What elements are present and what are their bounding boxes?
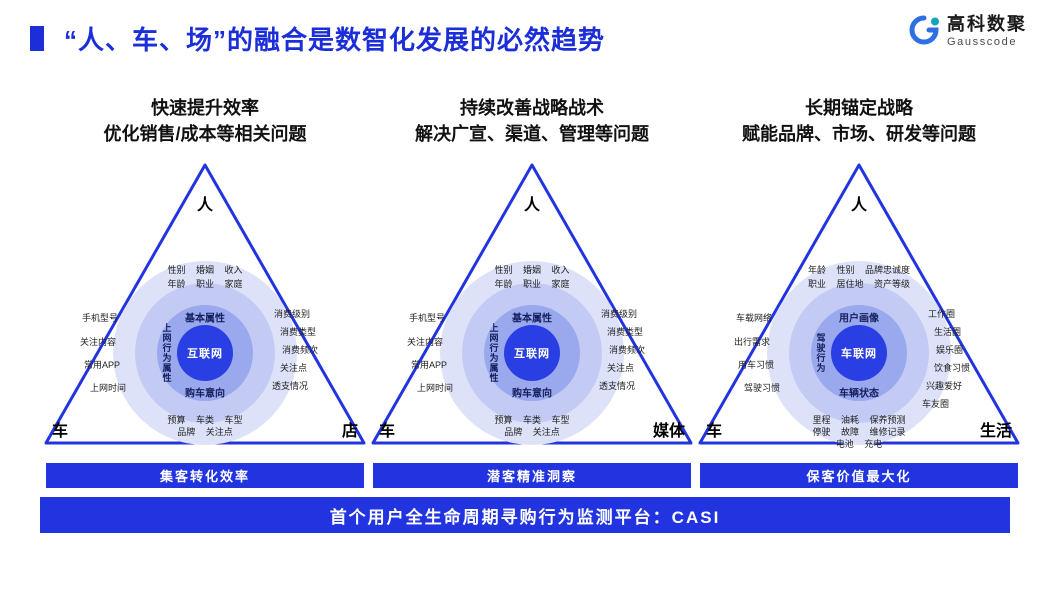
scatter-top-line2: 职业 居住地 资产等级 — [807, 279, 911, 289]
scatter-bottom-line1: 里程 油耗 保养预测 — [812, 415, 906, 425]
panel2-bar-label: 潜客精准洞察 — [373, 463, 691, 488]
ring-label-online-behavior: 上网行为属性 — [488, 323, 499, 383]
vertex-label-person: 人 — [196, 197, 214, 214]
scatter-right-item: 生活圈 — [934, 327, 962, 337]
scatter-bottom-line2: 品牌 关注点 — [177, 427, 233, 437]
core-circle-telematics: 车联网 — [831, 325, 887, 381]
scatter-left-item: 驾驶习惯 — [744, 383, 781, 393]
panel3-heading-line2: 赋能品牌、市场、研发等问题 — [742, 124, 976, 144]
scatter-left-item: 车载网络 — [736, 313, 773, 323]
scatter-left-item: 上网时间 — [90, 383, 127, 393]
scatter-bottom-line1: 预算 车类 车型 — [494, 415, 570, 425]
scatter-right-item: 饮食习惯 — [934, 363, 971, 373]
gausscode-logo: 高科数聚 Gausscode — [908, 14, 1027, 48]
scatter-right-item: 关注点 — [607, 363, 635, 373]
scatter-top-line1: 性别 婚姻 收入 — [494, 265, 570, 275]
logo-name-cn: 高科数聚 — [947, 14, 1027, 34]
scatter-bottom-line3: 电池 充电 — [835, 439, 883, 449]
scatter-left-item: 手机型号 — [82, 313, 119, 323]
ring-label-purchase-intent: 购车意向 — [185, 388, 225, 400]
page-title: “人、车、场”的融合是数智化发展的必然趋势 — [64, 25, 606, 55]
panel2-heading-line2: 解决广宣、渠道、管理等问题 — [415, 124, 649, 144]
scatter-right-item: 关注点 — [280, 363, 308, 373]
scatter-left-item: 关注内容 — [80, 337, 117, 347]
scatter-top-line1: 性别 婚姻 收入 — [167, 265, 243, 275]
core-circle-internet: 互联网 — [504, 325, 560, 381]
panel3-bar-label: 保客价值最大化 — [700, 463, 1018, 488]
panel1-bar-label: 集客转化效率 — [46, 463, 364, 488]
scatter-right-item: 娱乐圈 — [936, 345, 964, 355]
panel1-triangle-diagram: 互联网 人 车 店 基本属性 购车意向 上网行为属性 性别 婚姻 收入 年龄 职… — [40, 161, 370, 453]
panel-strategy: 持续改善战略战术 解决广宣、渠道、管理等问题 互联网 人 车 媒体 基本属性 购… — [367, 95, 697, 488]
scatter-top-line2: 年龄 职业 家庭 — [167, 279, 243, 289]
panel2-triangle-diagram: 互联网 人 车 媒体 基本属性 购车意向 上网行为属性 性别 婚姻 收入 年龄 … — [367, 161, 697, 453]
title-accent-bar — [30, 26, 44, 51]
ring-label-user-portrait: 用户画像 — [839, 313, 879, 325]
vertex-label-car: 车 — [379, 423, 396, 440]
vertex-label-life: 生活 — [979, 423, 1012, 440]
scatter-left-item: 常用APP — [411, 360, 448, 370]
vertex-label-store: 店 — [341, 423, 358, 440]
platform-banner: 首个用户全生命周期寻购行为监测平台：CASI — [40, 497, 1010, 533]
ring-label-purchase-intent: 购车意向 — [512, 388, 552, 400]
panel1-heading-line1: 快速提升效率 — [151, 98, 259, 118]
vertex-label-person: 人 — [850, 197, 868, 214]
scatter-right-item: 工作圈 — [928, 309, 956, 319]
gausscode-logo-icon — [908, 14, 940, 46]
vertex-label-car: 车 — [52, 423, 69, 440]
panel-efficiency: 快速提升效率 优化销售/成本等相关问题 互联网 人 车 店 基本属性 购车意向 … — [40, 95, 370, 488]
ring-label-vehicle-status: 车辆状态 — [839, 388, 879, 400]
scatter-left-item: 上网时间 — [417, 383, 454, 393]
scatter-bottom-line2: 停驶 故障 维修记录 — [812, 427, 906, 437]
scatter-top-line1: 年龄 性别 品牌忠诚度 — [807, 265, 911, 275]
panel3-triangle-diagram: 车联网 人 车 生活 用户画像 车辆状态 驾驶行为 年龄 性别 品牌忠诚度 职业… — [694, 161, 1024, 453]
scatter-right-item: 消费频次 — [282, 345, 319, 355]
vertex-label-person: 人 — [523, 197, 541, 214]
scatter-right-item: 透支情况 — [599, 381, 636, 391]
scatter-right-item: 消费频次 — [609, 345, 646, 355]
panel-brand: 长期锚定战略 赋能品牌、市场、研发等问题 车联网 人 车 生活 用户画像 车辆状… — [694, 95, 1024, 488]
ring-label-online-behavior: 上网行为属性 — [161, 323, 172, 383]
scatter-right-item: 消费级别 — [274, 309, 311, 319]
ring-label-basic-attributes: 基本属性 — [185, 313, 225, 325]
scatter-right-item: 消费类型 — [280, 327, 317, 337]
scatter-right-item: 车友圈 — [922, 399, 950, 409]
scatter-left-item: 出行需求 — [734, 337, 771, 347]
scatter-right-item: 消费级别 — [601, 309, 638, 319]
logo-name-en: Gausscode — [947, 36, 1018, 48]
scatter-bottom-line2: 品牌 关注点 — [504, 427, 560, 437]
scatter-top-line2: 年龄 职业 家庭 — [494, 279, 570, 289]
core-circle-internet: 互联网 — [177, 325, 233, 381]
scatter-left-item: 关注内容 — [407, 337, 444, 347]
scatter-left-item: 手机型号 — [409, 313, 446, 323]
ring-label-basic-attributes: 基本属性 — [512, 313, 552, 325]
ring-label-driving-behavior: 驾驶行为 — [815, 333, 826, 373]
scatter-bottom-line1: 预算 车类 车型 — [167, 415, 243, 425]
vertex-label-car: 车 — [706, 423, 723, 440]
scatter-right-item: 透支情况 — [272, 381, 309, 391]
panel2-heading-line1: 持续改善战略战术 — [460, 98, 604, 118]
scatter-right-item: 消费类型 — [607, 327, 644, 337]
scatter-left-item: 用车习惯 — [738, 360, 775, 370]
scatter-left-item: 常用APP — [84, 360, 121, 370]
panel3-heading-line1: 长期锚定战略 — [805, 98, 913, 118]
vertex-label-media: 媒体 — [652, 423, 685, 440]
panel1-heading-line2: 优化销售/成本等相关问题 — [103, 124, 307, 144]
scatter-right-item: 兴趣爱好 — [926, 381, 963, 391]
